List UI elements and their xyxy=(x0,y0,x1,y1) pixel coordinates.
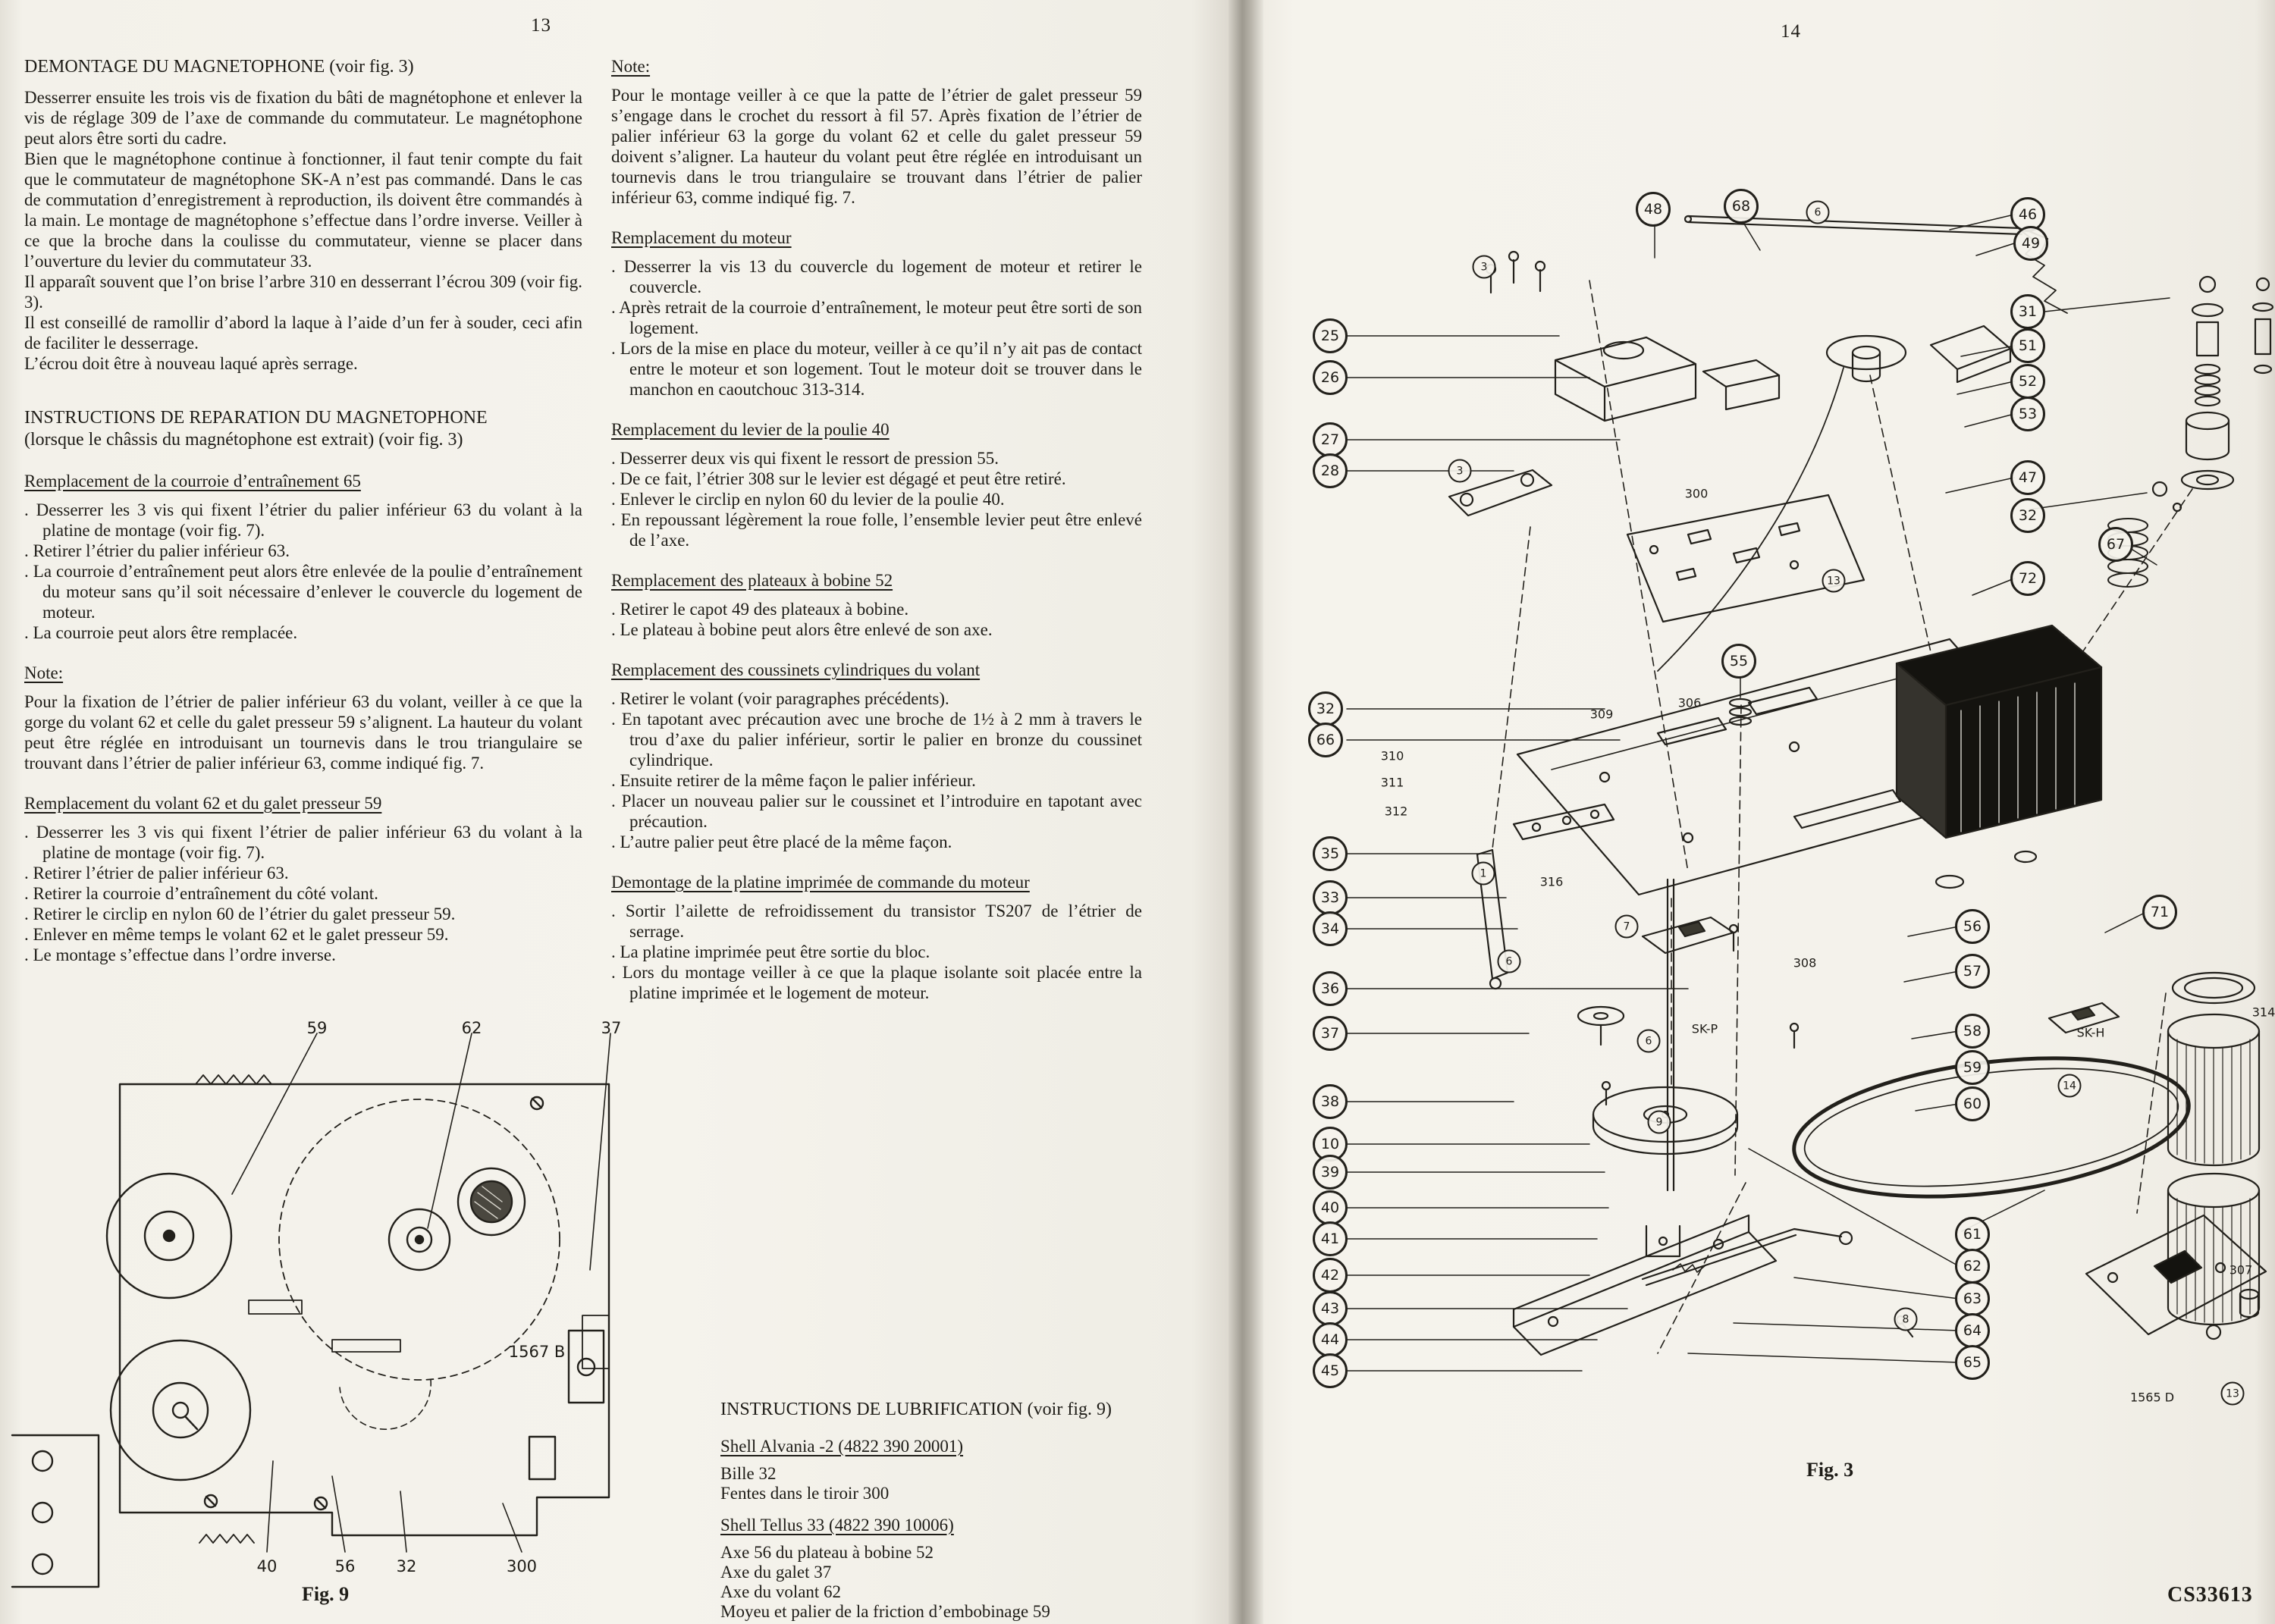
step-item: Ensuite retirer de la même façon le pali… xyxy=(611,770,1142,791)
volant-steps: Desserrer les 3 vis qui fixent l’étrier … xyxy=(24,822,583,965)
subhead-shell-tellus: Shell Tellus 33 (4822 390 10006) xyxy=(720,1516,954,1535)
page-number-left: 13 xyxy=(531,15,551,36)
lubrication-point: Axe du galet 37 xyxy=(720,1563,832,1582)
paragraph: Il est conseillé de ramollir d’abord la … xyxy=(24,313,582,353)
fig9-caption: Fig. 9 xyxy=(302,1583,350,1605)
step-item: Enlever en même temps le volant 62 et le… xyxy=(24,924,582,945)
step-item: La platine imprimée peut être sortie du … xyxy=(611,942,1142,962)
left-column-2: Note: Pour le montage veiller à ce que l… xyxy=(611,56,1142,1003)
plateaux-steps: Retirer le capot 49 des plateaux à bobin… xyxy=(611,599,1142,640)
step-item: Retirer l’étrier de palier inférieur 63. xyxy=(24,863,582,883)
step-item: La courroie d’entraînement peut alors êt… xyxy=(24,561,582,622)
step-item: Retirer la courroie d’entraînement du cô… xyxy=(24,883,582,904)
note-2-text: Pour le montage veiller à ce que la patt… xyxy=(611,86,1142,207)
page-number-right: 14 xyxy=(1781,21,1801,42)
subhead-moteur: Remplacement du moteur xyxy=(611,228,792,247)
platine-steps: Sortir l’ailette de refroidissement du t… xyxy=(611,901,1143,1003)
step-item: Desserrer les 3 vis qui fixent l’étrier … xyxy=(24,500,582,541)
subhead-coussinets: Remplacement des coussinets cylindriques… xyxy=(611,660,981,679)
heading-instructions-reparation: INSTRUCTIONS DE REPARATION DU MAGNETOPHO… xyxy=(24,408,488,428)
step-item: Retirer le volant (voir paragraphes préc… xyxy=(611,688,1142,709)
paragraph: Bien que le magnétophone continue à fonc… xyxy=(24,149,582,271)
step-item: De ce fait, l’étrier 308 sur le levier e… xyxy=(611,469,1142,489)
step-item: L’autre palier peut être placé de la mêm… xyxy=(611,832,1142,852)
paragraph: Il apparaît souvent que l’on brise l’arb… xyxy=(24,272,582,312)
moteur-steps: Desserrer la vis 13 du couvercle du loge… xyxy=(611,256,1142,400)
lubrification-block: INSTRUCTIONS DE LUBRIFICATION (voir fig.… xyxy=(720,1400,1160,1624)
page-13: 13 DEMONTAGE DU MAGNETOPHONE (voir fig. … xyxy=(0,0,1228,1624)
subhead-shell-alvania: Shell Alvania -2 (4822 390 20001) xyxy=(720,1437,964,1456)
fig9-mechanism-drawing xyxy=(11,1033,611,1588)
step-item: En repoussant légèrement la roue folle, … xyxy=(611,509,1142,550)
subhead-note-2: Note: xyxy=(611,57,651,76)
subhead-volant: Remplacement du volant 62 et du galet pr… xyxy=(24,794,382,813)
demontage-paragraphs: Desserrer ensuite les trois vis de fixat… xyxy=(24,87,582,374)
lubrication-point: Moyeu et palier de la friction d’embobin… xyxy=(720,1602,1050,1621)
step-item: Sortir l’ailette de refroidissement du t… xyxy=(611,901,1142,942)
step-item: Enlever le circlip en nylon 60 du levier… xyxy=(611,489,1142,509)
step-item: En tapotant avec précaution avec une bro… xyxy=(611,709,1142,770)
lubrication-point: Moyeu et axe de la poulie 40 xyxy=(720,1622,1160,1624)
paragraph: Desserrer ensuite les trois vis de fixat… xyxy=(24,88,582,148)
left-column-1: DEMONTAGE DU MAGNETOPHONE (voir fig. 3) … xyxy=(24,56,582,965)
courroie-steps: Desserrer les 3 vis qui fixent l’étrier … xyxy=(24,500,583,643)
heading-instructions-reparation-sub: (lorsque le châssis du magnétophone est … xyxy=(24,430,463,450)
step-item: Desserrer deux vis qui fixent le ressort… xyxy=(611,448,1142,469)
subhead-plateaux: Remplacement des plateaux à bobine 52 xyxy=(611,571,893,590)
heading-demontage: DEMONTAGE DU MAGNETOPHONE (voir fig. 3) xyxy=(24,57,414,77)
subhead-platine: Demontage de la platine imprimée de comm… xyxy=(611,873,1030,892)
step-item: Après retrait de la courroie d’entraînem… xyxy=(611,297,1142,338)
lubrication-point: Bille 32 xyxy=(720,1464,777,1483)
step-item: Le montage s’effectue dans l’ordre inver… xyxy=(24,945,582,965)
lubrication-point: Axe 56 du plateau à bobine 52 xyxy=(720,1543,934,1562)
fig3-caption: Fig. 3 xyxy=(1806,1459,1854,1481)
step-item: La courroie peut alors être remplacée. xyxy=(24,622,582,643)
step-item: Placer un nouveau palier sur le coussine… xyxy=(611,791,1142,832)
book-spine-gutter xyxy=(1228,0,1263,1624)
subhead-levier: Remplacement du levier de la poulie 40 xyxy=(611,420,890,439)
step-item: Desserrer la vis 13 du couvercle du loge… xyxy=(611,256,1142,297)
lubrication-point: Axe du volant 62 xyxy=(720,1582,842,1601)
heading-lubrification: INSTRUCTIONS DE LUBRIFICATION (voir fig.… xyxy=(720,1400,1112,1419)
step-item: Lors du montage veiller à ce que la plaq… xyxy=(611,962,1142,1003)
subhead-note-1: Note: xyxy=(24,663,64,682)
step-item: Retirer le capot 49 des plateaux à bobin… xyxy=(611,599,1142,619)
lubrication-point: Fentes dans le tiroir 300 xyxy=(720,1484,890,1503)
document-code: CS33613 xyxy=(2167,1583,2253,1607)
step-item: Desserrer les 3 vis qui fixent l’étrier … xyxy=(24,822,582,863)
coussinets-steps: Retirer le volant (voir paragraphes préc… xyxy=(611,688,1143,852)
subhead-courroie: Remplacement de la courroie d’entraîneme… xyxy=(24,472,361,491)
paragraph: L’écrou doit être à nouveau laqué après … xyxy=(24,354,358,373)
fig3-exploded-diagram xyxy=(1346,214,2274,1372)
step-item: Le plateau à bobine peut alors être enle… xyxy=(611,619,1142,640)
step-item: Retirer l’étrier du palier inférieur 63. xyxy=(24,541,582,561)
levier-steps: Desserrer deux vis qui fixent le ressort… xyxy=(611,448,1143,550)
step-item: Lors de la mise en place du moteur, veil… xyxy=(611,338,1142,400)
note-1-text: Pour la fixation de l’étrier de palier i… xyxy=(24,692,582,773)
step-item: Retirer le circlip en nylon 60 de l’étri… xyxy=(24,904,582,924)
page-14: 14 xyxy=(1263,0,2275,1624)
